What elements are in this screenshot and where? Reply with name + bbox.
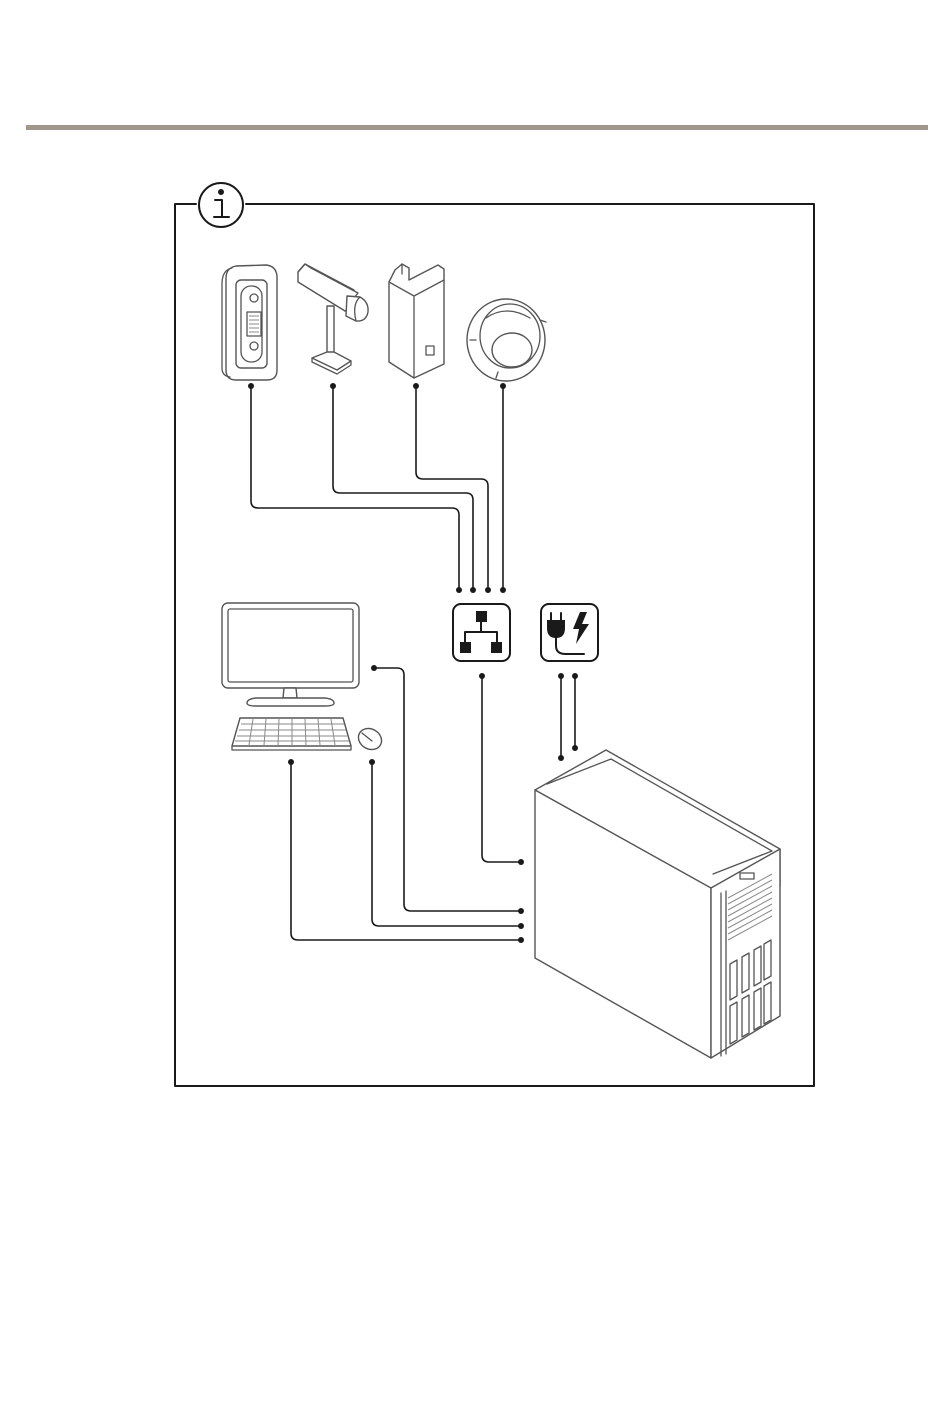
wall-mount-unit-icon bbox=[389, 264, 444, 378]
keyboard-icon bbox=[232, 718, 351, 750]
power-plug-icon bbox=[541, 604, 598, 661]
door-intercom-icon bbox=[222, 265, 277, 380]
mouse-icon bbox=[355, 724, 386, 753]
power-server-wires bbox=[558, 673, 578, 761]
switch-server-wire bbox=[479, 673, 524, 865]
tower-server-icon bbox=[535, 750, 780, 1058]
camera-wires bbox=[248, 383, 506, 593]
dome-camera-icon bbox=[467, 299, 546, 381]
info-icon bbox=[199, 183, 243, 227]
box-camera-icon bbox=[298, 264, 368, 374]
network-switch-icon bbox=[453, 604, 510, 661]
monitor-icon bbox=[222, 603, 359, 706]
